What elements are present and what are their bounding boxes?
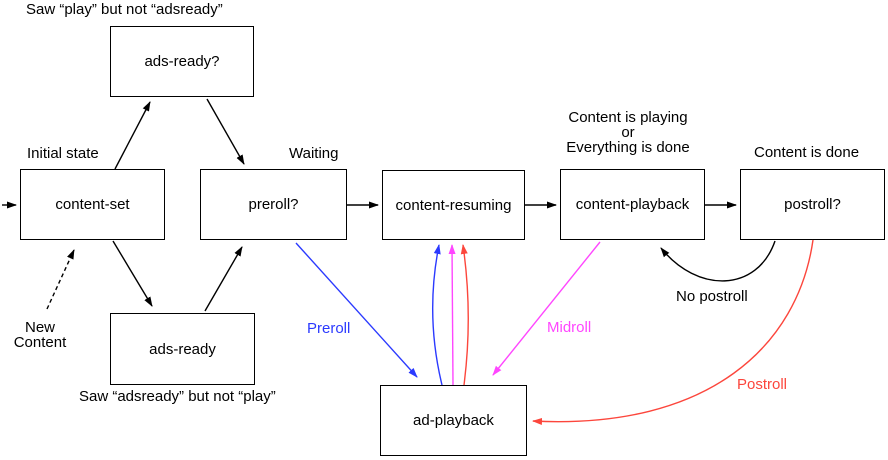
arrow-ad-playback-to-content-resuming-midroll: [448, 244, 456, 386]
arrow-new-content-to-content-set: [46, 249, 75, 310]
state-ads-ready-question: ads-ready?: [110, 26, 254, 97]
label-postroll: Postroll: [737, 376, 788, 393]
state-label: ads-ready: [149, 340, 216, 358]
note-new-content: New Content: [13, 319, 67, 351]
state-content-resuming: content-resuming: [382, 170, 525, 240]
state-content-set: content-set: [20, 169, 165, 240]
arrow-ad-playback-to-content-resuming-postroll: [460, 244, 469, 386]
state-label: content-playback: [575, 196, 690, 213]
label-preroll: Preroll: [307, 320, 351, 337]
note-initial-state: Initial state: [27, 145, 99, 162]
arrow-content-set-to-ads-ready: [112, 240, 153, 307]
note-content-playing-or-done: Content is playing or Everything is done: [566, 109, 690, 156]
state-label: ads-ready?: [144, 53, 220, 70]
state-postroll-question: postroll?: [740, 169, 885, 240]
state-ads-ready: ads-ready: [110, 313, 255, 385]
note-saw-play-not-adsready: Saw “play” but not “adsready”: [26, 1, 223, 18]
arrow-ad-playback-to-content-resuming-preroll: [432, 244, 443, 386]
arrow-content-set-to-ads-ready-question: [114, 101, 151, 170]
note-waiting: Waiting: [289, 145, 339, 162]
state-ad-playback: ad-playback: [380, 385, 527, 456]
state-label: preroll?: [248, 196, 299, 213]
state-preroll-question: preroll?: [200, 169, 347, 240]
arrow-ads-ready-to-preroll: [204, 246, 243, 312]
state-label: content-resuming: [395, 196, 512, 214]
label-no-postroll: No postroll: [676, 288, 748, 305]
state-label: ad-playback: [413, 412, 494, 429]
state-label: postroll?: [784, 196, 841, 213]
state-label: content-set: [55, 196, 130, 213]
label-midroll: Midroll: [547, 319, 592, 336]
arrow-preroll-to-ad-playback: [295, 242, 418, 378]
arrow-content-playback-to-ad-playback-midroll: [492, 241, 601, 376]
arrow-no-postroll-to-content-playback: [660, 240, 776, 282]
arrow-ads-ready-question-to-preroll: [206, 98, 245, 165]
note-saw-adsready-not-play: Saw “adsready” but not “play”: [79, 388, 276, 405]
state-content-playback: content-playback: [560, 169, 705, 240]
note-content-is-done: Content is done: [754, 144, 860, 161]
